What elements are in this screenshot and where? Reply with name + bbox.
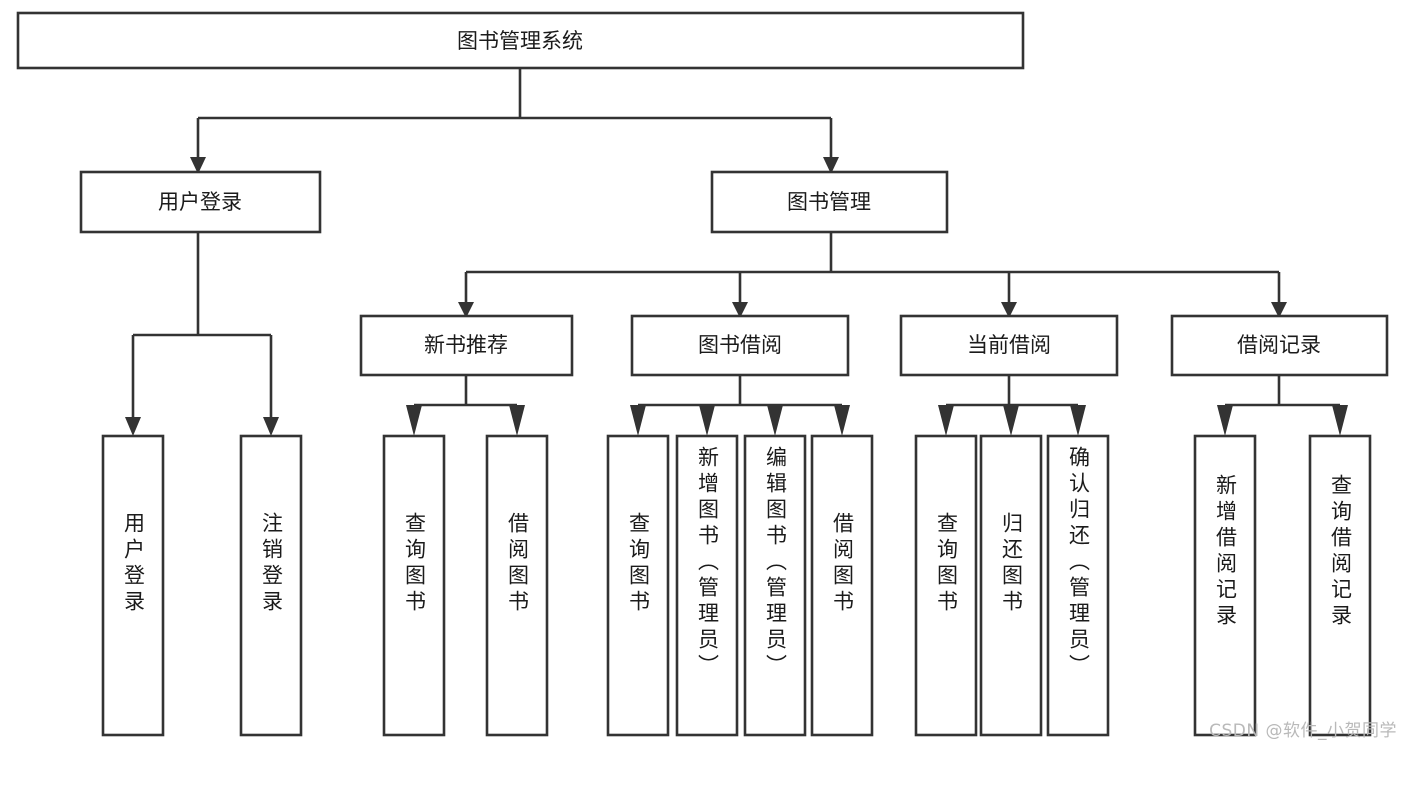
arrow-head-leaf-query-record	[1332, 405, 1348, 436]
node-borrow-record-label: 借阅记录	[1237, 333, 1321, 357]
node-root[interactable]	[16, 11, 1025, 70]
node-leaf-query-record[interactable]	[1308, 434, 1372, 737]
node-root-label: 图书管理系统	[457, 29, 583, 53]
node-leaf-confirm-return[interactable]	[1046, 434, 1110, 737]
node-new-book-recommend[interactable]	[359, 314, 574, 377]
node-leaf-borrow-book-2[interactable]	[810, 434, 874, 737]
node-leaf-user-login[interactable]	[101, 434, 165, 737]
arrow-head-leaf-borrow-book-1	[509, 405, 525, 436]
connectors	[125, 68, 1348, 436]
arrow-head-user-login	[190, 157, 206, 174]
node-leaf-query-book-1[interactable]	[382, 434, 446, 737]
arrow-head-leaf-query-book-1	[406, 405, 422, 436]
nodes: 图书管理系统 用户登录 图书管理 新书推荐 图书借阅 当前借阅 借阅记录	[16, 11, 1389, 737]
node-leaf-return-book[interactable]	[979, 434, 1043, 737]
arrow-head-leaf-return-book	[1003, 405, 1019, 436]
arrow-head-leaf-user-login	[125, 417, 141, 436]
node-book-borrow-label: 图书借阅	[698, 333, 782, 357]
node-leaf-add-book[interactable]	[675, 434, 739, 737]
arrow-head-leaf-add-book	[699, 405, 715, 436]
node-user-login[interactable]	[79, 170, 322, 234]
arrow-head-book-borrow	[732, 302, 748, 318]
arrow-head-borrow-record	[1271, 302, 1287, 318]
arrow-head-leaf-query-book-2	[630, 405, 646, 436]
arrow-head-leaf-edit-book	[767, 405, 783, 436]
node-user-login-label: 用户登录	[158, 190, 242, 214]
node-current-borrow-label: 当前借阅	[967, 333, 1051, 357]
node-current-borrow[interactable]	[899, 314, 1119, 377]
flowchart-canvas: 图书管理系统 用户登录 图书管理 新书推荐 图书借阅 当前借阅 借阅记录	[16, 11, 1397, 741]
arrow-head-leaf-confirm-return	[1070, 405, 1086, 436]
node-leaf-query-book-2[interactable]	[606, 434, 670, 737]
node-leaf-query-book-3[interactable]	[914, 434, 978, 737]
node-leaf-add-record[interactable]	[1193, 434, 1257, 737]
node-leaf-borrow-book-1[interactable]	[485, 434, 549, 737]
node-leaf-edit-book[interactable]	[743, 434, 807, 737]
node-borrow-record[interactable]	[1170, 314, 1389, 377]
arrow-head-new-book-recommend	[458, 302, 474, 318]
node-book-management[interactable]	[710, 170, 949, 234]
arrow-head-leaf-logout	[263, 417, 279, 436]
node-leaf-logout[interactable]	[239, 434, 303, 737]
watermark-text: CSDN @软件_小贺同学	[1209, 721, 1397, 741]
arrow-head-leaf-query-book-3	[938, 405, 954, 436]
hierarchy-diagram: 图书管理系统 用户登录 图书管理 新书推荐 图书借阅 当前借阅 借阅记录	[16, 11, 1389, 737]
arrow-head-book-management	[823, 157, 839, 174]
node-book-borrow[interactable]	[630, 314, 850, 377]
arrow-head-current-borrow	[1001, 302, 1017, 318]
arrow-head-leaf-borrow-book-2	[834, 405, 850, 436]
node-book-management-label: 图书管理	[787, 190, 871, 214]
arrow-head-leaf-add-record	[1217, 405, 1233, 436]
node-new-book-recommend-label: 新书推荐	[424, 333, 508, 357]
